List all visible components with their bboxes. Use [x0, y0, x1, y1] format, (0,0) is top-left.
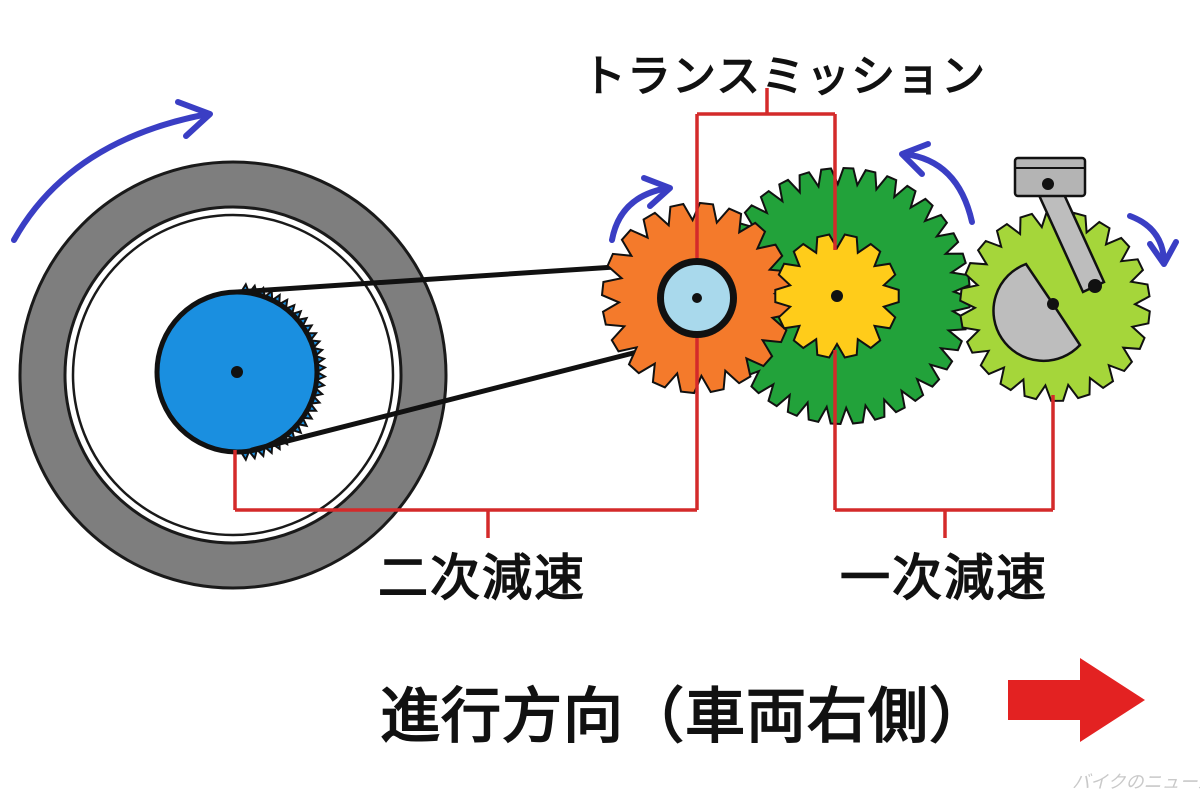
transmission-bracket — [695, 88, 837, 258]
crank-assembly — [959, 156, 1151, 402]
crank-pin — [1088, 279, 1102, 293]
curved-arrow-icon — [11, 99, 213, 243]
countershaft-axle — [692, 293, 702, 303]
curved-arrow-icon — [899, 141, 975, 225]
transmission-label: トランスミッション — [582, 51, 987, 102]
piston-pin — [1042, 178, 1054, 190]
mainshaft-axle — [831, 290, 843, 302]
crank-web — [992, 262, 1082, 363]
curved-arrow-icon — [609, 175, 673, 243]
rear-axle — [231, 366, 243, 378]
primary-reduction-bracket — [833, 350, 1055, 538]
primary-drive-gear — [774, 233, 900, 359]
rim-inner-ring — [71, 213, 395, 537]
curved-arrow-icon — [1127, 213, 1179, 267]
countershaft-gear — [600, 201, 794, 395]
secondary-reduction-label: 二次減速 — [378, 549, 586, 607]
secondary-reduction-bracket — [233, 338, 699, 538]
primary-reduction-label: 一次減速 — [840, 549, 1048, 607]
watermark-logo: バイクのニュース — [1072, 772, 1200, 793]
right-arrow-icon — [1008, 658, 1145, 742]
crankshaft-axle — [1047, 298, 1059, 310]
direction-label: 進行方向（車両右側） — [380, 682, 990, 752]
rear-sprocket — [154, 282, 328, 462]
piston — [1013, 156, 1087, 198]
